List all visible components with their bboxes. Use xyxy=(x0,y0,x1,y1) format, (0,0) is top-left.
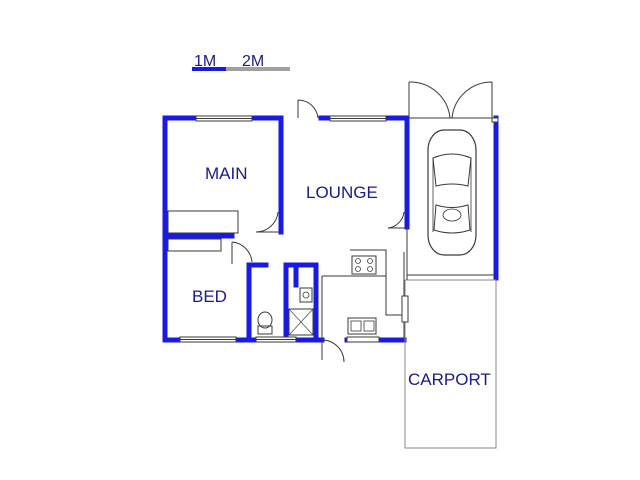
scale-bar: 1M 2M xyxy=(192,53,290,71)
toilet-icon xyxy=(257,311,273,335)
outer-walls xyxy=(162,115,499,343)
shower-icon xyxy=(288,308,314,336)
door-swing-icon xyxy=(231,81,493,363)
car-icon xyxy=(427,129,477,256)
basin-icon xyxy=(299,287,313,303)
interior-walls xyxy=(162,233,319,343)
thin-lines xyxy=(167,210,497,449)
windows xyxy=(179,115,499,343)
scale-label-1m: 1M xyxy=(194,53,216,70)
room-label-carport: CARPORT xyxy=(408,370,491,389)
room-label-main: MAIN xyxy=(205,164,248,183)
stove-icon xyxy=(351,255,377,275)
sink-icon xyxy=(347,317,377,335)
scale-label-2m: 2M xyxy=(242,53,264,70)
room-label-bed: BED xyxy=(192,287,227,306)
room-label-lounge: LOUNGE xyxy=(306,183,378,202)
